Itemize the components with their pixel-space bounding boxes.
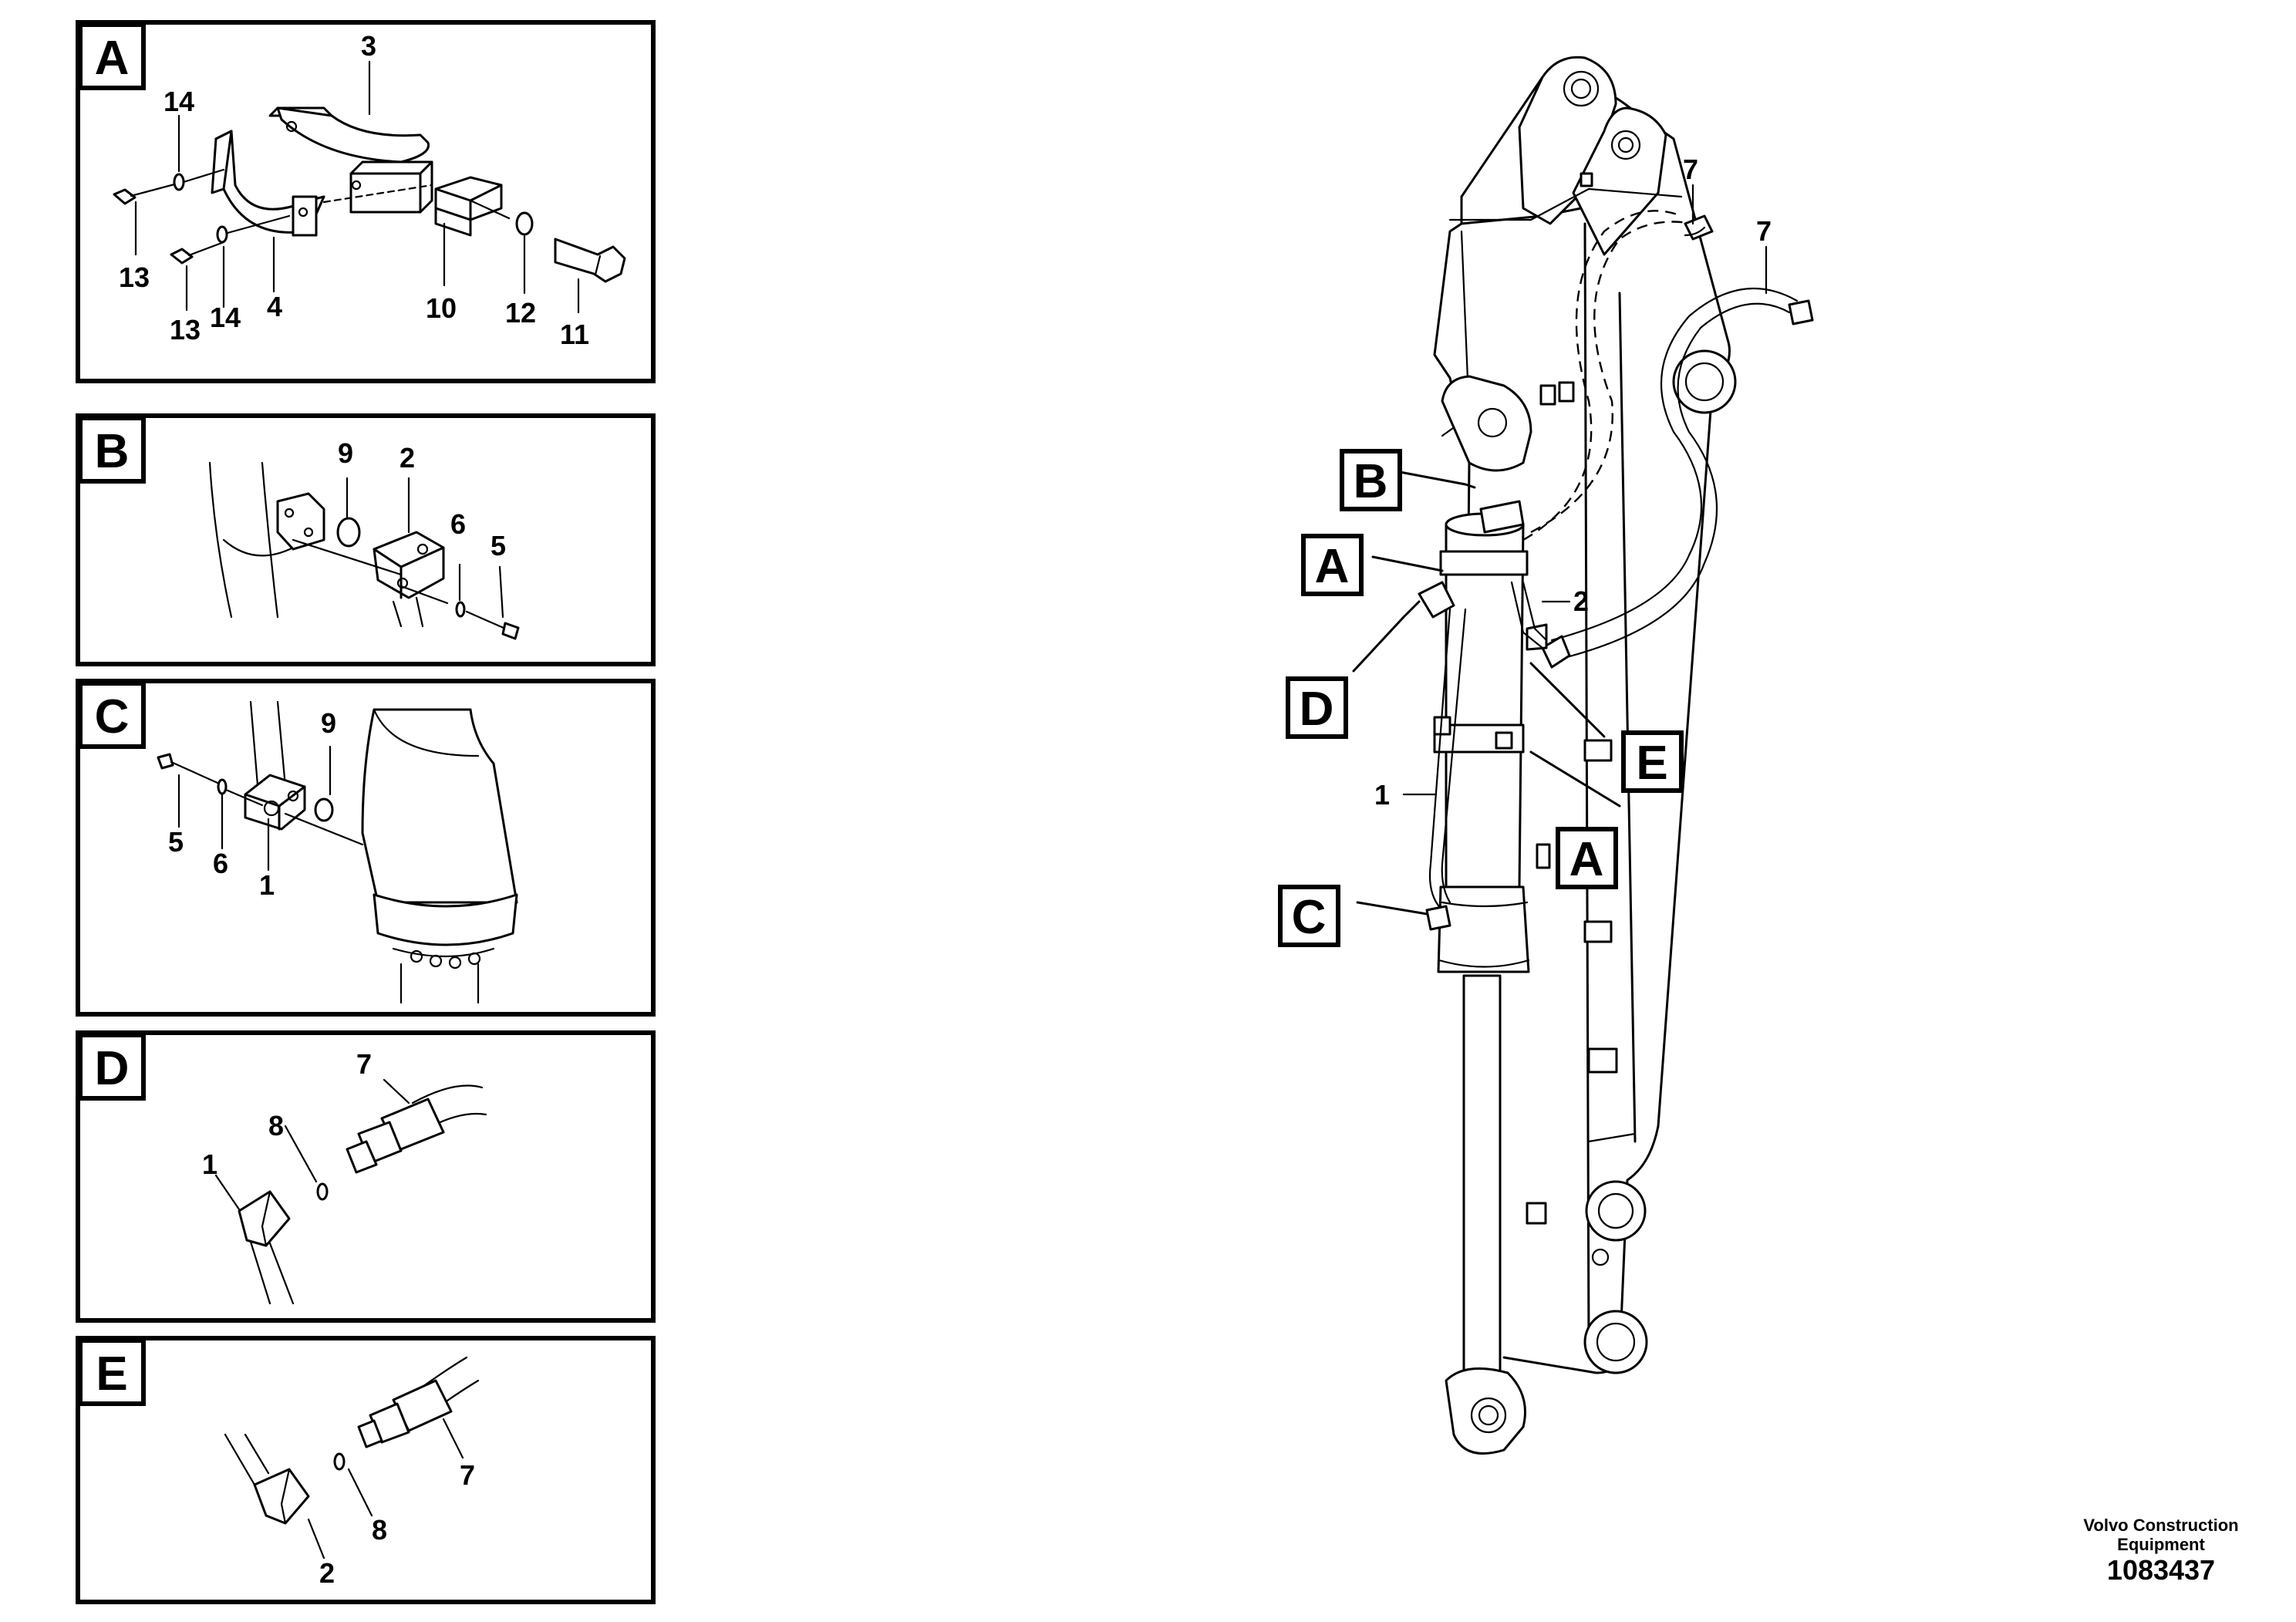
callout-7: 7 bbox=[1756, 215, 1772, 247]
main-view: B A D A E C 7 7 2 1 bbox=[1278, 56, 1814, 1455]
company-name-line1: Volvo Construction bbox=[2083, 1516, 2238, 1535]
tag-a-upper: A bbox=[1315, 540, 1350, 593]
panel-e-letter-box bbox=[78, 1338, 146, 1406]
company-name-line2: Equipment bbox=[2117, 1535, 2205, 1554]
callout-1: 1 bbox=[202, 1148, 217, 1180]
drawing-number: 1083437 bbox=[2107, 1554, 2215, 1586]
callout-12: 12 bbox=[505, 297, 536, 329]
callout-4: 4 bbox=[267, 291, 282, 322]
panel-b-letter: B bbox=[95, 425, 130, 478]
panel-a-letter: A bbox=[95, 32, 130, 85]
callout-7: 7 bbox=[460, 1459, 475, 1491]
callout-2: 2 bbox=[400, 442, 415, 474]
callout-7: 7 bbox=[1683, 153, 1698, 185]
callout-1: 1 bbox=[1374, 779, 1390, 811]
callout-6: 6 bbox=[213, 848, 228, 879]
callout-6: 6 bbox=[450, 508, 466, 540]
tag-a-upper-box bbox=[1301, 534, 1364, 596]
callout-14: 14 bbox=[210, 302, 241, 333]
callout-14: 14 bbox=[164, 86, 194, 117]
tag-d-box bbox=[1286, 676, 1348, 739]
panel-e: E 7 8 2 bbox=[76, 1336, 656, 1604]
panel-d: D 7 8 1 bbox=[76, 1030, 656, 1323]
callout-7: 7 bbox=[356, 1048, 372, 1080]
callout-8: 8 bbox=[268, 1110, 284, 1141]
tag-a-lower-box bbox=[1556, 827, 1618, 889]
callout-13: 13 bbox=[119, 261, 150, 293]
tag-d: D bbox=[1300, 683, 1334, 736]
callout-9: 9 bbox=[338, 437, 353, 469]
callout-5: 5 bbox=[168, 826, 184, 858]
panel-d-letter-box bbox=[78, 1033, 146, 1101]
tag-a-lower: A bbox=[1569, 833, 1604, 886]
callout-9: 9 bbox=[321, 707, 336, 739]
drawing-footer: Volvo Construction Equipment 1083437 bbox=[2083, 1516, 2238, 1586]
panel-d-letter: D bbox=[95, 1042, 130, 1095]
panel-e-letter: E bbox=[96, 1347, 127, 1401]
tag-c-box bbox=[1278, 885, 1340, 947]
callout-13: 13 bbox=[170, 314, 201, 346]
tag-c: C bbox=[1292, 891, 1327, 944]
tag-e: E bbox=[1636, 737, 1667, 790]
tag-b: B bbox=[1354, 455, 1388, 508]
tag-e-box bbox=[1621, 730, 1684, 793]
panel-b: B 9 2 6 5 bbox=[76, 413, 656, 666]
tag-b-box bbox=[1340, 449, 1402, 511]
panel-c-letter: C bbox=[95, 690, 130, 744]
callout-1: 1 bbox=[259, 869, 275, 901]
callout-11: 11 bbox=[560, 319, 589, 350]
callout-8: 8 bbox=[372, 1514, 387, 1546]
callout-5: 5 bbox=[491, 530, 506, 561]
callout-2: 2 bbox=[319, 1557, 335, 1589]
panel-c-letter-box bbox=[78, 681, 146, 749]
callout-10: 10 bbox=[426, 292, 457, 324]
panel-a: A bbox=[76, 20, 656, 383]
callout-3: 3 bbox=[361, 30, 376, 62]
panel-b-letter-box bbox=[78, 416, 146, 484]
panel-a-letter-box bbox=[78, 22, 146, 90]
callout-2: 2 bbox=[1573, 585, 1589, 617]
panel-c: C 9 5 6 1 bbox=[76, 679, 656, 1017]
